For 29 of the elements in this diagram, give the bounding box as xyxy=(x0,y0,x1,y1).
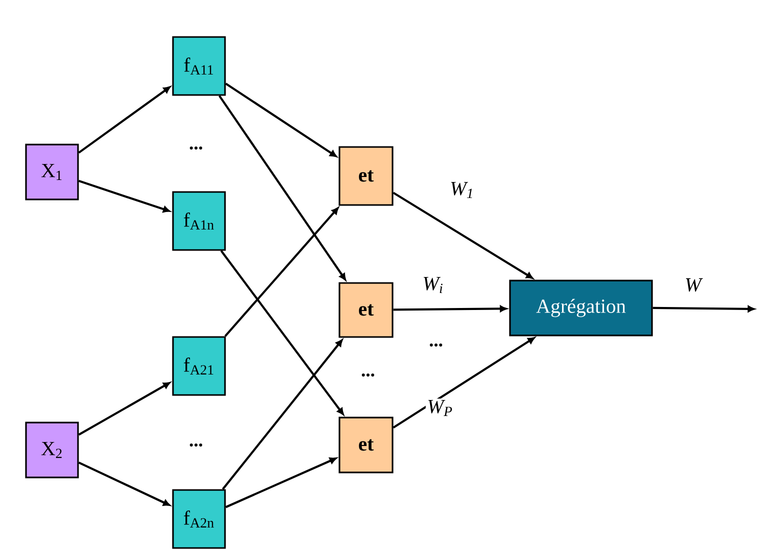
membership-box: f$_{A11}$ xyxy=(172,36,226,96)
arrow xyxy=(392,192,534,279)
arrow xyxy=(225,458,336,508)
arrow xyxy=(225,82,337,158)
arrow xyxy=(78,382,170,436)
edge-label: W$_{P}$ xyxy=(426,398,454,418)
arrow xyxy=(222,340,343,490)
arrow xyxy=(78,462,170,506)
membership-box: f$_{A2n}$ xyxy=(172,489,226,549)
edge-label: W xyxy=(683,276,703,294)
arrow xyxy=(220,250,344,415)
arrow xyxy=(392,337,535,429)
arrow xyxy=(218,95,346,280)
membership-box: f$_{A1n}$ xyxy=(172,191,226,251)
membership-box: f$_{A21}$ xyxy=(172,336,226,396)
ellipsis-label: ... xyxy=(430,343,442,347)
arrow xyxy=(393,306,507,312)
aggregation-box: Agrégation xyxy=(509,280,653,336)
ellipsis-label: ... xyxy=(190,146,202,150)
input-box: X$_{1}$ xyxy=(25,144,79,200)
arrow xyxy=(224,207,339,337)
arrow xyxy=(652,306,755,312)
arrow xyxy=(78,180,170,212)
arrow xyxy=(78,86,170,154)
edge-label: W$_{i}$ xyxy=(421,276,445,294)
ellipsis-label: ... xyxy=(190,443,202,446)
edge-label: W$_{1}$ xyxy=(448,180,476,200)
input-box: X$_{2}$ xyxy=(25,422,79,478)
ellipsis-label: ... xyxy=(362,373,374,377)
